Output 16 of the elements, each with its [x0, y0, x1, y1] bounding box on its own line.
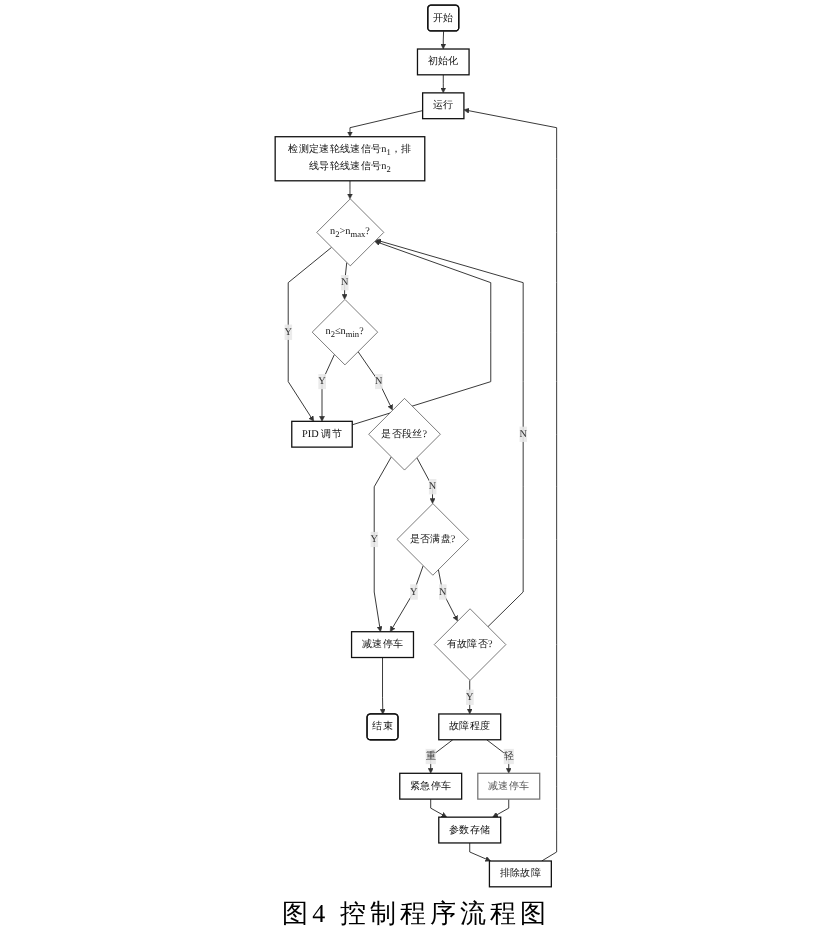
node-diamond: [396, 503, 470, 576]
node-box: [416, 48, 470, 76]
node-box: [274, 136, 426, 182]
node-diamond: [312, 299, 379, 366]
node-box: [477, 772, 541, 800]
caption: 图4 控制程序流程图: [280, 896, 552, 932]
node-box: [351, 631, 415, 659]
node-diamond: [368, 398, 441, 471]
node-diamond: [434, 608, 507, 681]
node-box: [291, 420, 353, 448]
node-box: [399, 772, 463, 800]
node-box: [488, 860, 553, 888]
node-box: [438, 816, 502, 844]
node-diamond: [316, 198, 385, 267]
node-box: [438, 713, 502, 741]
node-box: [422, 92, 465, 120]
